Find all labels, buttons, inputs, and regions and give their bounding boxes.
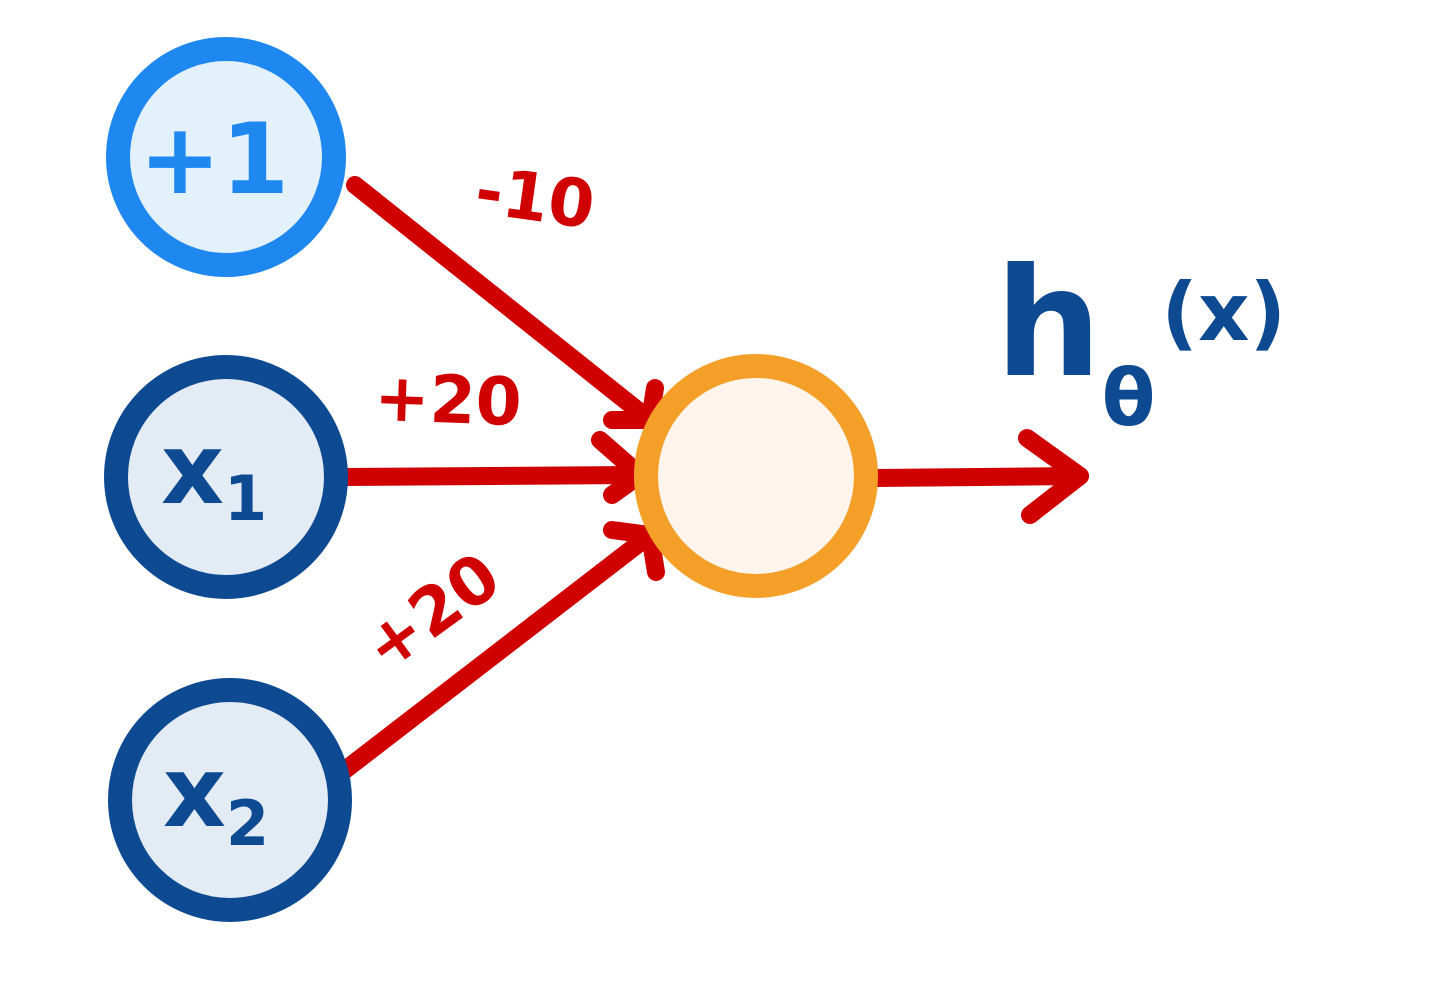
- bias-node: +1: [106, 37, 346, 277]
- x1-subscript: 1: [224, 462, 267, 535]
- x1-base: x: [161, 413, 224, 527]
- edge-bias-to-unit: [346, 176, 659, 429]
- weight-label-bias: -10: [471, 152, 600, 245]
- x1-node-label: x1: [161, 413, 267, 535]
- edge-unit-to-output: [869, 467, 1089, 487]
- x2-subscript: 2: [226, 787, 269, 860]
- x2-base: x: [163, 736, 226, 850]
- output-base: h: [995, 237, 1102, 411]
- x1-node: x1: [104, 355, 348, 599]
- edge-x2-to-unit: [336, 526, 659, 779]
- edge-x1-to-unit: [336, 466, 649, 486]
- output-subscript: θ: [1102, 354, 1156, 444]
- weight-label-x1: +20: [373, 359, 523, 441]
- arrowhead-output-icon: [1018, 429, 1089, 524]
- bias-node-label: +1: [139, 103, 289, 217]
- x2-node: x2: [108, 678, 352, 922]
- x2-node-label: x2: [163, 736, 269, 860]
- output-args: (x): [1161, 266, 1286, 359]
- activation-unit-node: [634, 354, 878, 598]
- output-label: hθ(x): [995, 237, 1286, 444]
